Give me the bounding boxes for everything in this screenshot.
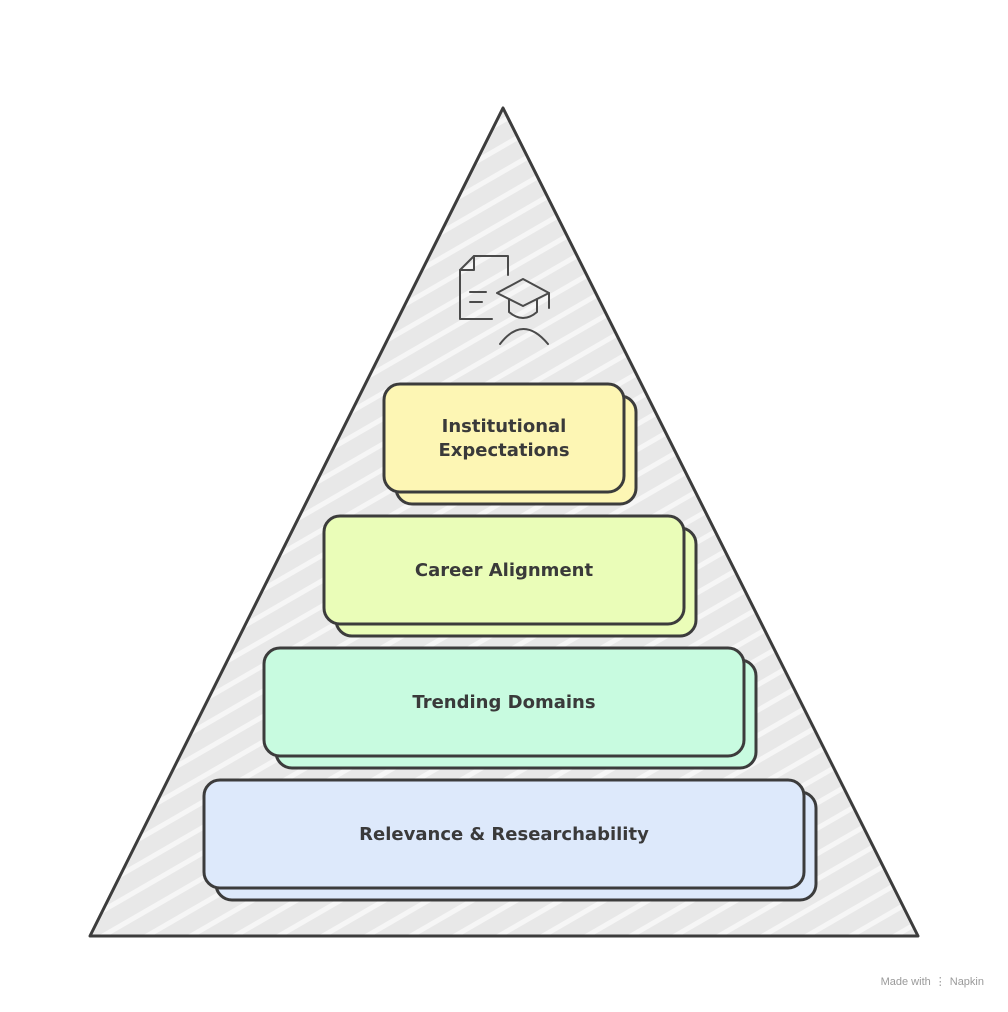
- tier-label: Career Alignment: [415, 560, 594, 581]
- tier-label: Relevance & Researchability: [359, 824, 649, 845]
- tier-box: [382, 382, 626, 494]
- tier-box: [322, 514, 686, 626]
- tier-label: Expectations: [438, 440, 569, 461]
- tier-label: Institutional: [442, 416, 567, 437]
- tier-box: [202, 778, 806, 890]
- tier-label: Trending Domains: [412, 692, 595, 713]
- watermark: Made with ⋮ Napkin: [880, 975, 984, 989]
- napkin-logo-icon: ⋮: [934, 976, 946, 988]
- pyramid-tier-3: Trending Domains: [262, 646, 758, 770]
- document-graduate-icon: [459, 255, 550, 345]
- pyramid-tier-2: Career Alignment: [322, 514, 698, 638]
- tier-box: [262, 646, 746, 758]
- pyramid-tier-4: Relevance & Researchability: [202, 778, 818, 902]
- made-with-text: Made with: [880, 975, 931, 988]
- brand-name: Napkin: [949, 975, 984, 988]
